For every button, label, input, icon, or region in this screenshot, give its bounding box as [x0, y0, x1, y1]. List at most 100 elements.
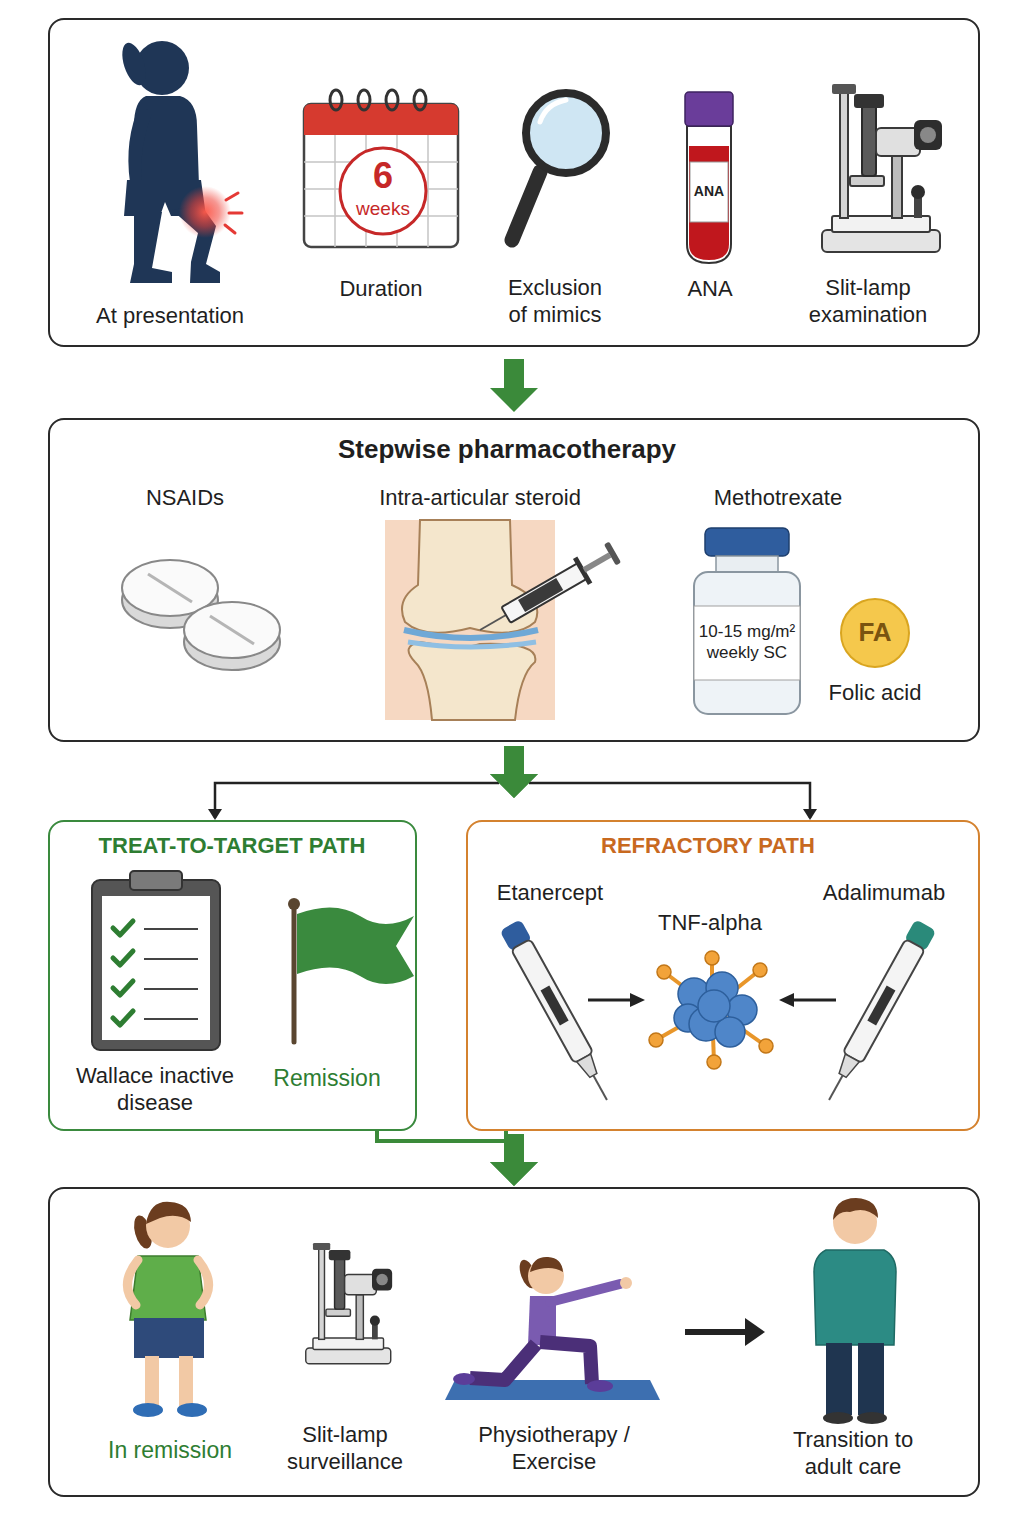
block-arrow	[490, 746, 538, 798]
binding-arrows	[588, 999, 632, 1002]
remission-flag	[288, 898, 414, 1042]
knee-joint	[408, 642, 536, 647]
transition-arrow	[685, 1329, 746, 1335]
checklist-clipboard	[113, 981, 133, 995]
child-in-remission	[127, 1202, 208, 1417]
syringe	[604, 542, 621, 566]
block-arrow	[490, 359, 538, 412]
checklist-clipboard	[144, 928, 198, 930]
step-label: ANA	[670, 276, 750, 303]
slit-lamp-icon	[822, 84, 942, 252]
knee-joint	[409, 642, 536, 720]
checklist-clipboard	[92, 880, 220, 1050]
nsaid-tablets	[122, 560, 280, 670]
calendar-icon	[304, 104, 458, 135]
magnifier-icon	[540, 100, 566, 122]
step-label: Adalimumab	[804, 880, 964, 907]
nsaid-tablets	[148, 574, 192, 602]
calendar-unit: weeks	[343, 197, 423, 220]
child-in-remission	[127, 1260, 138, 1305]
blood-tube-icon	[689, 146, 729, 260]
step-label: Slit-lamp examination	[802, 275, 934, 329]
folic-acid-coin	[841, 599, 909, 667]
adult-figure	[814, 1250, 896, 1345]
syringe	[573, 557, 592, 585]
step-label: Physiotherapy / Exercise	[473, 1422, 635, 1476]
treat-to-target-box: TREAT-TO-TARGET PATHWallace inactive dis…	[48, 820, 417, 1131]
etanercept-pen	[593, 1075, 607, 1099]
checklist-clipboard	[113, 921, 133, 1025]
checklist-clipboard	[92, 871, 220, 1050]
checklist-clipboard	[130, 871, 182, 890]
blood-tube-icon	[685, 92, 733, 263]
flow-connector	[208, 746, 538, 820]
step-label: Intra-articular steroid	[340, 485, 620, 512]
adult-figure	[823, 1412, 853, 1424]
knee-joint	[404, 630, 538, 638]
child-silhouette	[118, 40, 151, 88]
blood-tube-icon	[687, 126, 731, 263]
magnifier-icon	[526, 93, 606, 173]
checklist-clipboard	[113, 1011, 133, 1025]
etanercept-pen	[500, 919, 618, 1106]
step-label: Remission	[262, 1064, 392, 1092]
calendar-icon	[330, 90, 342, 110]
tnf-molecule	[753, 963, 767, 977]
adult-figure	[833, 1198, 878, 1220]
step-label: Exclusion of mimics	[499, 275, 611, 329]
tnf-molecule	[649, 1033, 663, 1047]
remission-flag	[288, 898, 300, 910]
tnf-molecule	[657, 965, 671, 979]
knee-pain-glow	[179, 186, 242, 238]
child-in-remission	[198, 1260, 209, 1305]
knee-pain-glow	[226, 193, 238, 200]
exercising-child	[453, 1373, 475, 1385]
step-label: Slit-lamp surveillance	[279, 1422, 411, 1476]
binding-arrows	[792, 999, 836, 1002]
methotrexate-vial	[694, 606, 800, 680]
panel-heading: Stepwise pharmacotherapy	[297, 434, 717, 466]
adult-figure	[857, 1412, 887, 1424]
checklist-clipboard	[144, 958, 198, 960]
transition-arrow	[745, 1318, 765, 1346]
step-label: TNF-alpha	[640, 910, 780, 937]
checklist-clipboard	[144, 988, 198, 990]
adalimumab-pen	[829, 1075, 843, 1099]
step-label: NSAIDs	[115, 485, 255, 512]
calendar-icon	[304, 90, 458, 247]
blood-tube-icon	[690, 162, 728, 222]
transition-arrow	[685, 1318, 765, 1346]
binding-arrows	[630, 993, 645, 1007]
child-in-remission	[179, 1356, 193, 1406]
checklist-clipboard	[113, 951, 133, 965]
calendar-icon	[330, 90, 426, 110]
magnifier-icon	[512, 172, 540, 240]
vial-label: 10-15 mg/m² weekly SC	[697, 622, 797, 663]
knee-pain-glow	[225, 193, 242, 233]
calendar-icon	[304, 135, 458, 247]
exercising-child	[550, 1284, 620, 1302]
step-label: Transition to adult care	[782, 1427, 924, 1481]
arrow-head	[208, 809, 222, 820]
adult-figure	[858, 1343, 884, 1415]
child-silhouette	[118, 40, 220, 283]
tnf-molecule	[707, 1055, 721, 1069]
tnf-molecule	[649, 951, 773, 1069]
block-arrow	[490, 1134, 538, 1186]
etanercept-pen	[541, 986, 569, 1026]
knee-pain-glow	[179, 186, 231, 238]
step-label: Wallace inactive disease	[70, 1063, 240, 1117]
tnf-molecule	[649, 951, 773, 1069]
remission-flag	[297, 907, 414, 984]
checklist-clipboard	[144, 929, 198, 1019]
etanercept-pen	[511, 939, 593, 1063]
merge-line	[377, 1131, 504, 1141]
flow-connector	[377, 1131, 538, 1186]
child-silhouette	[128, 104, 152, 182]
branch-line	[215, 783, 499, 818]
step-label: Methotrexate	[688, 485, 868, 512]
calendar-icon	[304, 104, 458, 247]
tnf-molecule	[759, 1039, 773, 1053]
adalimumab-pen	[836, 1054, 860, 1079]
